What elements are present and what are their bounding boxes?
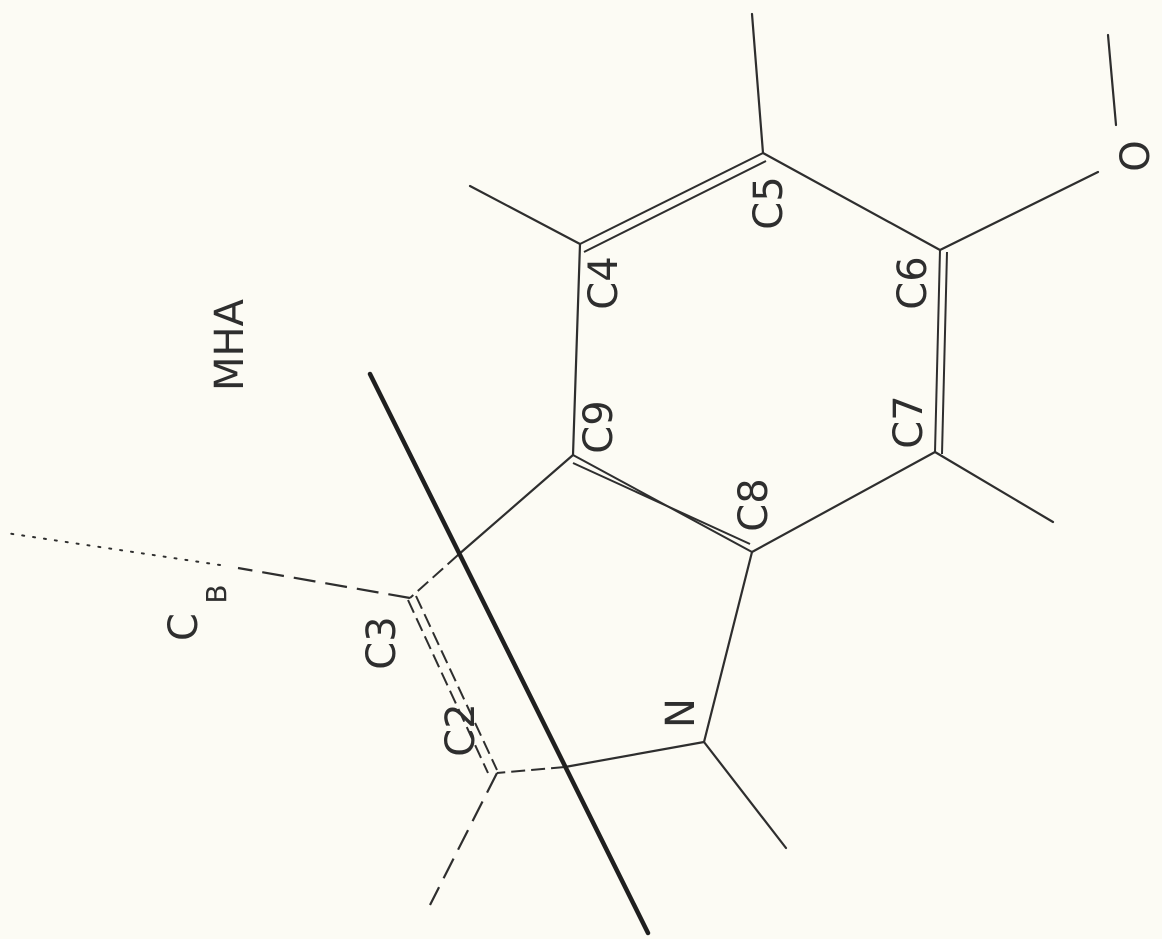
bond-n-c2a bbox=[563, 740, 706, 769]
bond-c2a-c2-dashed bbox=[496, 766, 566, 774]
bond-c3-cb-dashed bbox=[237, 566, 411, 600]
atom-label-c2: C2 bbox=[438, 703, 484, 756]
atom-label-cb-subscript: B bbox=[200, 584, 233, 603]
bond-c3-c2-dashed-b bbox=[415, 595, 498, 771]
bond-c2-methyl-dashed bbox=[429, 772, 498, 906]
bond-c4-methyl bbox=[468, 184, 582, 246]
bond-c9-c3a bbox=[456, 453, 575, 557]
bond-c6-c7-b bbox=[941, 251, 948, 455]
bond-c4-c5-b bbox=[583, 160, 767, 253]
bond-c7-methyl bbox=[933, 450, 1055, 524]
atom-label-c4: C4 bbox=[581, 256, 627, 309]
bond-c3-c2-dashed-a bbox=[407, 599, 489, 774]
bond-c4-c5-a bbox=[579, 152, 764, 245]
bond-cb-dotted bbox=[5, 532, 221, 566]
atom-label-o: O bbox=[1113, 140, 1159, 171]
atom-label-c9: C9 bbox=[576, 400, 622, 453]
bond-c7-c8 bbox=[750, 450, 937, 554]
bond-c8-n bbox=[702, 550, 754, 744]
atom-label-c6: C6 bbox=[890, 256, 936, 309]
atom-label-c8: C8 bbox=[731, 478, 777, 531]
atom-label-cb-main: C bbox=[161, 613, 207, 641]
cutting-plane-line bbox=[367, 371, 651, 936]
bond-c6-o bbox=[938, 170, 1100, 252]
bond-c8-c9-b bbox=[572, 462, 751, 545]
atom-label-c7: C7 bbox=[886, 395, 932, 448]
molecule-name-label: MHA bbox=[207, 298, 253, 391]
bond-n-methyl bbox=[702, 740, 788, 850]
bond-c5-methyl bbox=[750, 12, 765, 155]
bond-c6-c7-a bbox=[934, 249, 941, 453]
bond-c5-c6 bbox=[761, 151, 942, 252]
atom-label-c5: C5 bbox=[746, 176, 792, 229]
bond-o-methyl bbox=[1106, 33, 1118, 127]
bond-c3a-c3-dashed bbox=[409, 554, 459, 599]
atom-label-n: N bbox=[658, 698, 704, 728]
atom-label-c3: C3 bbox=[359, 616, 405, 669]
bond-c9-c4 bbox=[571, 242, 582, 457]
